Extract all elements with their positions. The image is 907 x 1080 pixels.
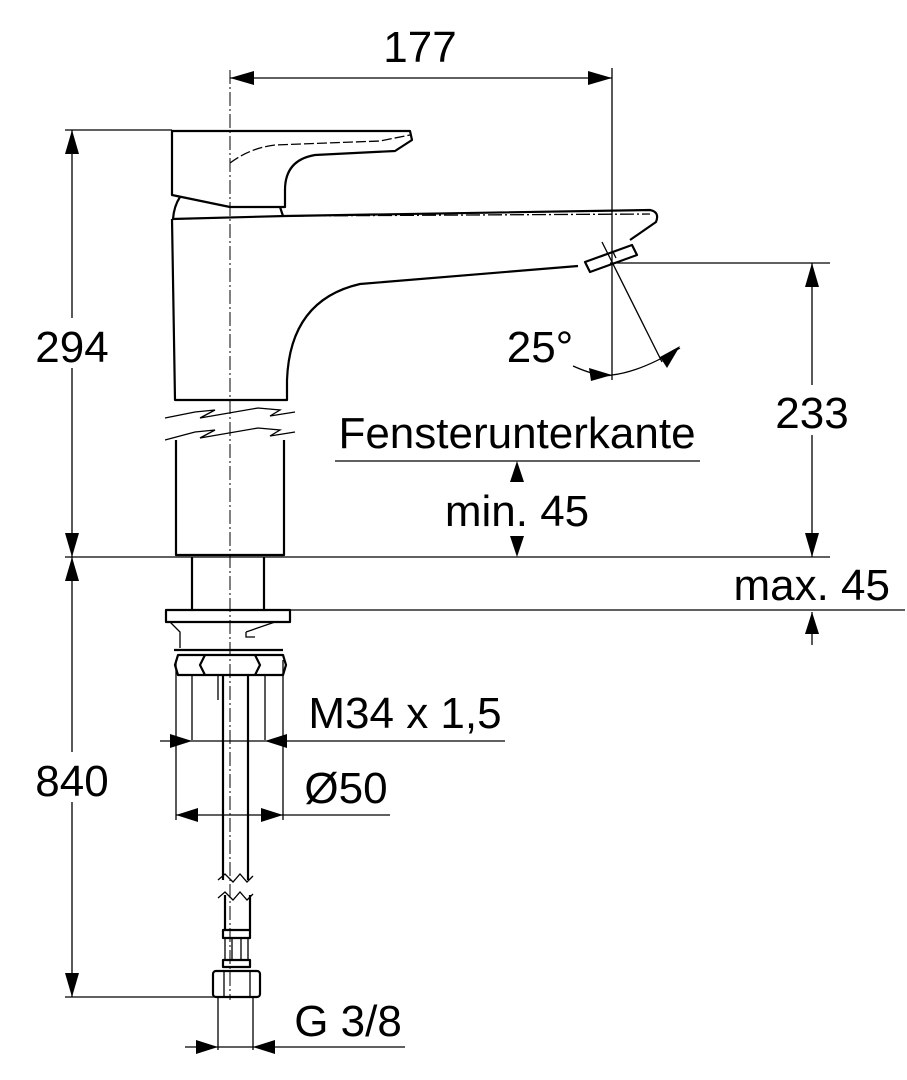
dimension-thread: M34 x 1,5 xyxy=(160,660,505,820)
thread-label: M34 x 1,5 xyxy=(308,689,501,738)
dimension-max-thickness: max. 45 xyxy=(285,561,905,645)
dimension-under-length: 840 xyxy=(30,557,218,998)
dimension-total-height: 294 xyxy=(30,129,172,557)
dimension-window-sill: Fensterunterkante min. 45 xyxy=(335,409,700,557)
under-length-label: 840 xyxy=(35,757,108,806)
dimension-spout-height: 233 xyxy=(610,262,854,557)
total-height-label: 294 xyxy=(35,323,108,372)
max-thickness-label: max. 45 xyxy=(733,561,890,610)
diameter-label: Ø50 xyxy=(304,764,387,813)
min-clearance-label: min. 45 xyxy=(445,487,589,536)
faucet-body xyxy=(164,129,659,999)
spout-height-label: 233 xyxy=(775,389,848,438)
dimension-width: 177 xyxy=(230,23,613,380)
window-sill-label: Fensterunterkante xyxy=(338,409,695,458)
connection-label: G 3/8 xyxy=(294,997,402,1046)
dimension-connection: G 3/8 xyxy=(185,997,405,1054)
dimension-angle: 25° xyxy=(507,241,681,381)
width-label: 177 xyxy=(383,23,456,72)
angle-label: 25° xyxy=(507,323,574,372)
dimension-diameter: Ø50 xyxy=(176,764,390,822)
